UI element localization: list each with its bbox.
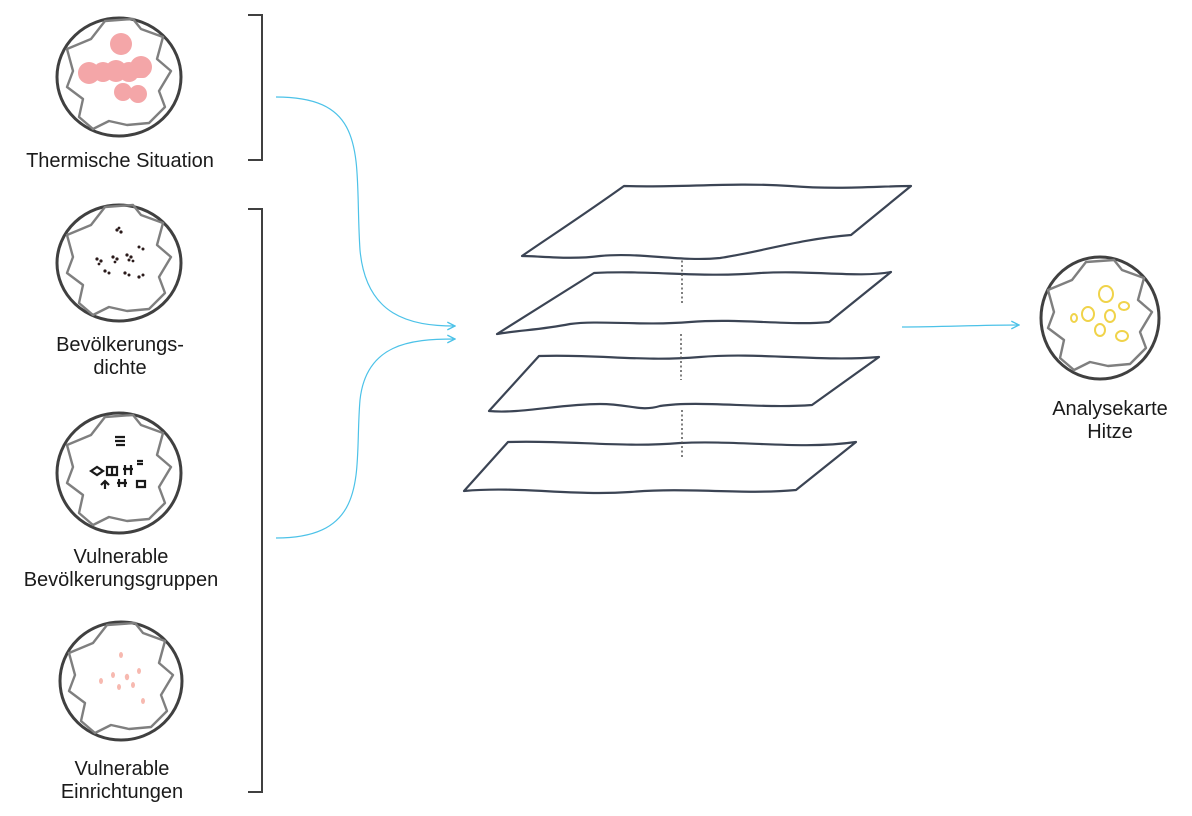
vulnerable-facilities-map	[58, 620, 184, 742]
map-circle	[1039, 255, 1161, 381]
label-vulnerable-groups: Vulnerable Bevölkerungsgruppen	[23, 546, 219, 591]
vulnerable-groups-map	[55, 411, 183, 535]
population-density-map	[55, 203, 183, 323]
flow-arrow-inputs	[275, 339, 455, 539]
heat-spots	[78, 33, 152, 103]
flow-arrow-thermal	[275, 96, 455, 326]
label-population-density: Bevölkerungs- dichte	[56, 334, 184, 379]
map-circle	[58, 620, 184, 742]
hotspot-rings	[1070, 285, 1130, 342]
label-vulnerable-facilities: Vulnerable Einrichtungen	[60, 758, 184, 803]
layer-3	[487, 354, 881, 413]
map-circle	[55, 411, 183, 535]
group-marks	[89, 435, 147, 489]
layer-2	[495, 270, 893, 336]
density-dots	[95, 226, 145, 279]
overlay-layer-stack	[462, 183, 913, 495]
facility-marks	[99, 652, 145, 704]
flow-arrow-output	[901, 325, 1019, 327]
layer-4	[462, 440, 858, 495]
label-thermal-situation: Thermische Situation	[26, 150, 214, 172]
bracket-other-inputs	[248, 208, 263, 793]
analysis-map-output	[1039, 255, 1161, 381]
thermal-situation-map	[55, 16, 183, 138]
layer-1	[520, 183, 913, 261]
label-analysis-map: Analysekarte Hitze	[1052, 398, 1168, 443]
bracket-thermal	[248, 14, 263, 161]
